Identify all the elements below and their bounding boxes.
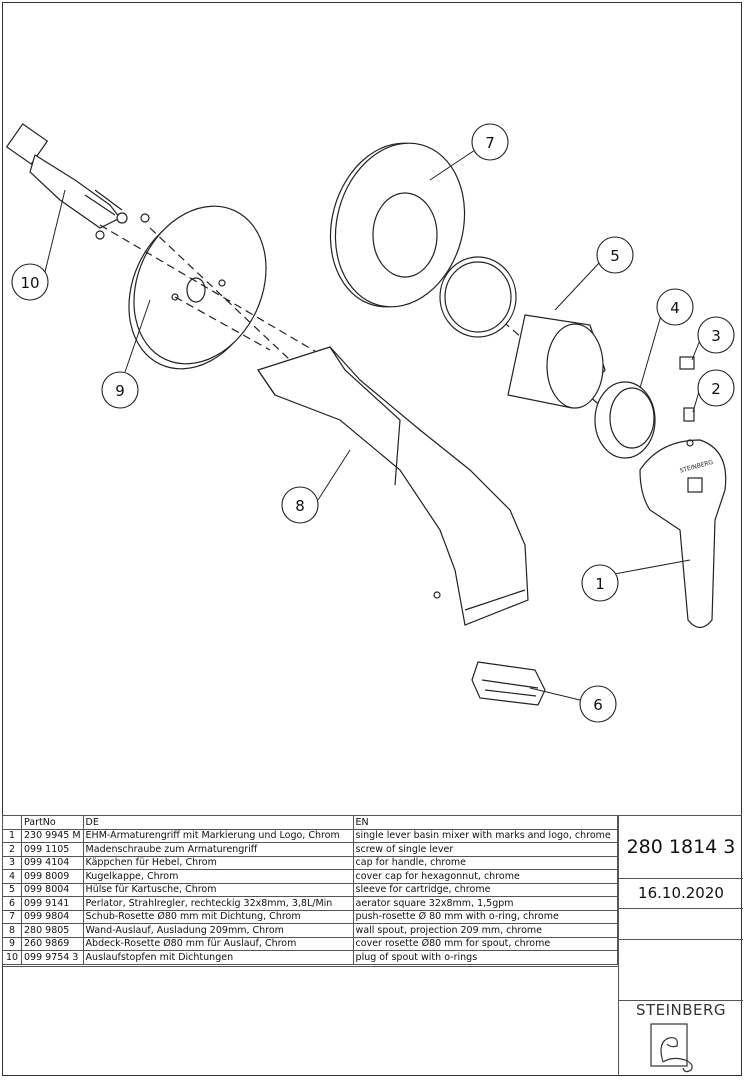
row-en: aerator square 32x8mm, 1,5gpm	[352, 896, 619, 911]
row-partno: 099 9804	[21, 909, 84, 924]
svg-text:8: 8	[295, 497, 305, 515]
row-de: EHM-Armaturengriff mit Markierung und Lo…	[82, 828, 354, 843]
header-en: EN	[352, 815, 619, 830]
header-index	[2, 815, 22, 830]
row-de: Abdeck-Rosette Ø80 mm für Auslauf, Chrom	[82, 936, 354, 951]
row-partno: 099 8004	[21, 882, 84, 897]
row-partno: 230 9945 M	[21, 828, 84, 843]
row-en: single lever basin mixer with marks and …	[352, 828, 619, 843]
row-index: 10	[2, 950, 22, 965]
callout-9: 9	[101, 371, 139, 409]
callout-3: 3	[697, 316, 735, 354]
row-de: Wand-Auslauf, Ausladung 209mm, Chrom	[82, 923, 354, 938]
part-7-push-rosette	[329, 142, 466, 308]
row-partno: 099 1105	[21, 842, 84, 857]
row-en: cap for handle, chrome	[352, 855, 619, 870]
leader-lines	[44, 149, 701, 701]
part-9-cover-rosette	[128, 205, 267, 370]
row-index: 9	[2, 936, 22, 951]
row-index: 6	[2, 896, 22, 911]
svg-text:3: 3	[711, 327, 721, 345]
o-ring	[439, 256, 517, 338]
svg-text:10: 10	[20, 274, 39, 292]
svg-text:4: 4	[670, 299, 680, 317]
row-de: Kugelkappe, Chrom	[82, 869, 354, 884]
row-en: screw of single lever	[352, 842, 619, 857]
part-6-aerator	[471, 661, 546, 706]
document-date: 16.10.2020	[619, 878, 743, 909]
part-5-sleeve	[507, 314, 606, 409]
row-de: Auslaufstopfen mit Dichtungen	[82, 950, 354, 965]
title-block: 280 1814 3 16.10.2020 STEINBERG	[618, 815, 743, 1076]
table-bottom-divider	[2, 966, 618, 967]
row-de: Perlator, Strahlregler, rechteckig 32x8m…	[82, 896, 354, 911]
header-partno: PartNo	[21, 815, 84, 830]
svg-text:7: 7	[485, 134, 495, 152]
row-index: 5	[2, 882, 22, 897]
table-header-row: PartNo DE EN	[2, 815, 619, 830]
part-4-cover-cap	[594, 381, 656, 459]
row-partno: 099 4104	[21, 855, 84, 870]
row-index: 1	[2, 828, 22, 843]
row-en: cover rosette Ø80 mm for spout, chrome	[352, 936, 619, 951]
blank-cell	[619, 939, 743, 1001]
callout-4: 4	[656, 288, 694, 326]
row-index: 4	[2, 869, 22, 884]
callout-7: 7	[471, 123, 509, 161]
svg-text:2: 2	[711, 380, 721, 398]
row-en: wall spout, projection 209 mm, chrome	[352, 923, 619, 938]
row-partno: 099 8009	[21, 869, 84, 884]
row-partno: 099 9141	[21, 896, 84, 911]
part-3-cap	[679, 356, 695, 370]
part-10-plug	[5, 123, 150, 240]
row-index: 2	[2, 842, 22, 857]
callout-6: 6	[579, 685, 617, 723]
row-de: Schub-Rosette Ø80 mm mit Dichtung, Chrom	[82, 909, 354, 924]
row-partno: 260 9869	[21, 936, 84, 951]
row-en: sleeve for cartridge, chrome	[352, 882, 619, 897]
exploded-view-drawing: STEINBERG 7 5 4 3 2 1 6 8 9 10	[5, 123, 735, 723]
part-8-wall-spout	[257, 346, 529, 626]
blank-cell	[619, 908, 743, 940]
steinberg-logo-icon	[650, 1023, 693, 1073]
row-de: Hülse für Kartusche, Chrom	[82, 882, 354, 897]
part-2-screw	[683, 407, 695, 422]
row-en: push-rosette Ø 80 mm with o-ring, chrome	[352, 909, 619, 924]
document-number: 280 1814 3	[619, 815, 743, 879]
row-en: plug of spout with o-rings	[352, 950, 619, 965]
svg-text:5: 5	[610, 247, 620, 265]
row-partno: 280 9805	[21, 923, 84, 938]
svg-text:9: 9	[115, 382, 125, 400]
row-index: 7	[2, 909, 22, 924]
row-en: cover cap for hexagonnut, chrome	[352, 869, 619, 884]
header-de: DE	[82, 815, 354, 830]
row-index: 8	[2, 923, 22, 938]
callout-5: 5	[596, 236, 634, 274]
callout-1: 1	[581, 564, 619, 602]
row-partno: 099 9754 3	[21, 950, 84, 965]
callout-10: 10	[11, 263, 49, 301]
part-1-lever-handle: STEINBERG	[639, 439, 727, 629]
row-de: Madenschraube zum Armaturengriff	[82, 842, 354, 857]
svg-text:1: 1	[595, 575, 605, 593]
row-index: 3	[2, 855, 22, 870]
brand-name: STEINBERG	[635, 1001, 727, 1019]
svg-text:6: 6	[593, 696, 603, 714]
callout-8: 8	[281, 486, 319, 524]
row-de: Käppchen für Hebel, Chrom	[82, 855, 354, 870]
callout-2: 2	[697, 369, 735, 407]
